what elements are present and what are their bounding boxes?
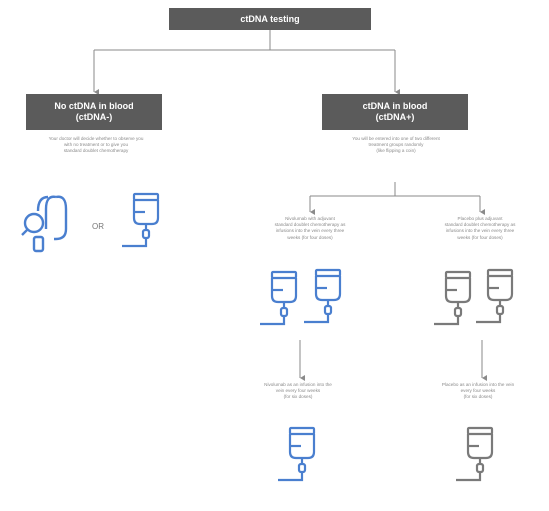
- iv-bag-icon: [120, 192, 160, 248]
- iv-bag-icon: [432, 270, 472, 326]
- ctdna-positive-box: ctDNA in blood (ctDNA+): [322, 94, 468, 130]
- connectors: [93, 30, 487, 381]
- ctdna-positive-subtitle: (ctDNA+): [375, 112, 415, 122]
- no-ctdna-subtitle: (ctDNA-): [75, 112, 113, 122]
- arm-a-description: Nivolumab with adjuvant standard doublet…: [274, 216, 346, 240]
- ctdna-testing-label: ctDNA testing: [240, 13, 300, 24]
- iv-bag-icon: [276, 426, 316, 482]
- ctdna-positive-description: You will be entered into one of two diff…: [352, 136, 440, 154]
- no-ctdna-box: No ctDNA in blood (ctDNA-): [26, 94, 162, 130]
- stethoscope-icon: [21, 195, 68, 253]
- ctdna-positive-title: ctDNA in blood: [362, 101, 428, 112]
- arm-b-description: Placebo plus adjuvant standard doublet c…: [444, 216, 516, 240]
- or-label: OR: [92, 222, 104, 231]
- iv-bag-icon: [474, 268, 514, 324]
- arm-b-followup: Placebo as an infusion into the vein eve…: [441, 382, 515, 400]
- no-ctdna-description: Your doctor will decide whether to obser…: [48, 136, 144, 154]
- iv-bag-icon: [454, 426, 494, 482]
- ctdna-testing-box: ctDNA testing: [169, 8, 371, 30]
- iv-bag-icon: [302, 268, 342, 324]
- arm-a-followup: Nivolumab as an infusion into the vein e…: [264, 382, 332, 400]
- no-ctdna-title: No ctDNA in blood: [54, 101, 134, 112]
- iv-bag-icon: [258, 270, 298, 326]
